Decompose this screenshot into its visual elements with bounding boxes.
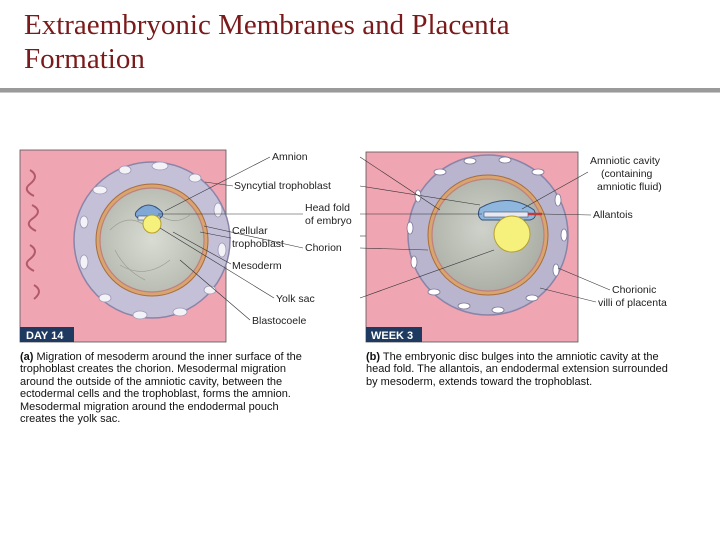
panel-b-yolk-sac bbox=[493, 215, 531, 253]
label-blastocoele: Blastocoele bbox=[252, 315, 306, 327]
label-allantois: Allantois bbox=[593, 209, 633, 221]
title-divider-shadow bbox=[0, 92, 720, 93]
panel-a-tag-bg bbox=[20, 327, 74, 342]
label-amniotic-2: (containing bbox=[601, 168, 653, 180]
caption-a-line-5: Mesodermal migration around the endoderm… bbox=[20, 400, 279, 413]
label-amniotic-3: amniotic fluid) bbox=[597, 181, 662, 193]
caption-a-line-6: creates the yolk sac. bbox=[20, 413, 121, 426]
caption-b-letter: (b) bbox=[366, 351, 381, 363]
label-cellular-1: Cellular bbox=[232, 225, 268, 237]
panel-b-leader-lines bbox=[359, 156, 611, 303]
panel-a-yolk-sac bbox=[142, 214, 162, 234]
caption-a-line-2: trophoblast creates the chorion. Mesoder… bbox=[20, 363, 286, 376]
panel-a-tag: DAY 14 bbox=[26, 330, 64, 342]
caption-b: (b) The embryonic disc bulges into the a… bbox=[366, 351, 716, 388]
caption-a-line-4: ectodermal cells and the trophoblast, fo… bbox=[20, 388, 291, 401]
panel-a-fibres bbox=[109, 204, 191, 281]
label-chorionic-2: villi of placenta bbox=[598, 297, 667, 309]
panel-b-villi-spaces bbox=[406, 156, 568, 314]
title-line-1: Extraembryonic Membranes and Placenta bbox=[24, 9, 510, 41]
label-syncytial-trophoblast: Syncytial trophoblast bbox=[234, 180, 331, 192]
label-chorion: Chorion bbox=[305, 242, 342, 254]
caption-a: (a) Migration of mesoderm around the inn… bbox=[20, 351, 356, 425]
panel-b-illustration: WEEK 3 bbox=[365, 151, 579, 343]
panel-b-tag-bg bbox=[366, 327, 422, 342]
panel-a-amnion bbox=[134, 204, 164, 219]
title-divider bbox=[0, 88, 720, 92]
panel-a-leader-lines bbox=[158, 156, 372, 321]
label-amnion: Amnion bbox=[272, 151, 308, 163]
label-yolk-sac: Yolk sac bbox=[276, 293, 315, 305]
panel-a-blastocoele bbox=[99, 187, 205, 293]
label-amniotic-1: Amniotic cavity bbox=[590, 155, 661, 167]
panel-a-glands bbox=[25, 169, 40, 300]
caption-a-line-1: Migration of mesoderm around the inner s… bbox=[36, 351, 302, 363]
label-mesoderm: Mesoderm bbox=[232, 260, 282, 272]
caption-b-line-3: by mesoderm, extends toward the trophobl… bbox=[366, 375, 593, 388]
panel-a-illustration: DAY 14 bbox=[19, 149, 231, 343]
title-line-2: Formation bbox=[24, 43, 145, 75]
panel-b-labels: Amniotic cavity (containing amniotic flu… bbox=[590, 155, 667, 309]
panel-a-labels: Amnion Syncytial trophoblast Head fold o… bbox=[232, 151, 352, 327]
panel-b-embryonic-disc bbox=[483, 211, 529, 218]
label-head-fold-2: of embryo bbox=[305, 215, 352, 227]
panel-a-lacunae bbox=[79, 161, 227, 320]
label-head-fold-1: Head fold bbox=[305, 202, 350, 214]
caption-a-letter: (a) bbox=[20, 351, 34, 363]
caption-b-line-2: head fold. The allantois, an endodermal … bbox=[366, 363, 668, 376]
label-chorionic-1: Chorionic bbox=[612, 284, 656, 296]
label-cellular-2: trophoblast bbox=[232, 238, 284, 250]
slide-title: Extraembryonic Membranes and Placenta Fo… bbox=[24, 8, 684, 76]
caption-b-line-1: The embryonic disc bulges into the amnio… bbox=[382, 351, 659, 363]
panel-b-tag: WEEK 3 bbox=[371, 330, 413, 342]
caption-a-line-3: around the outside of the amniotic cavit… bbox=[20, 375, 283, 388]
